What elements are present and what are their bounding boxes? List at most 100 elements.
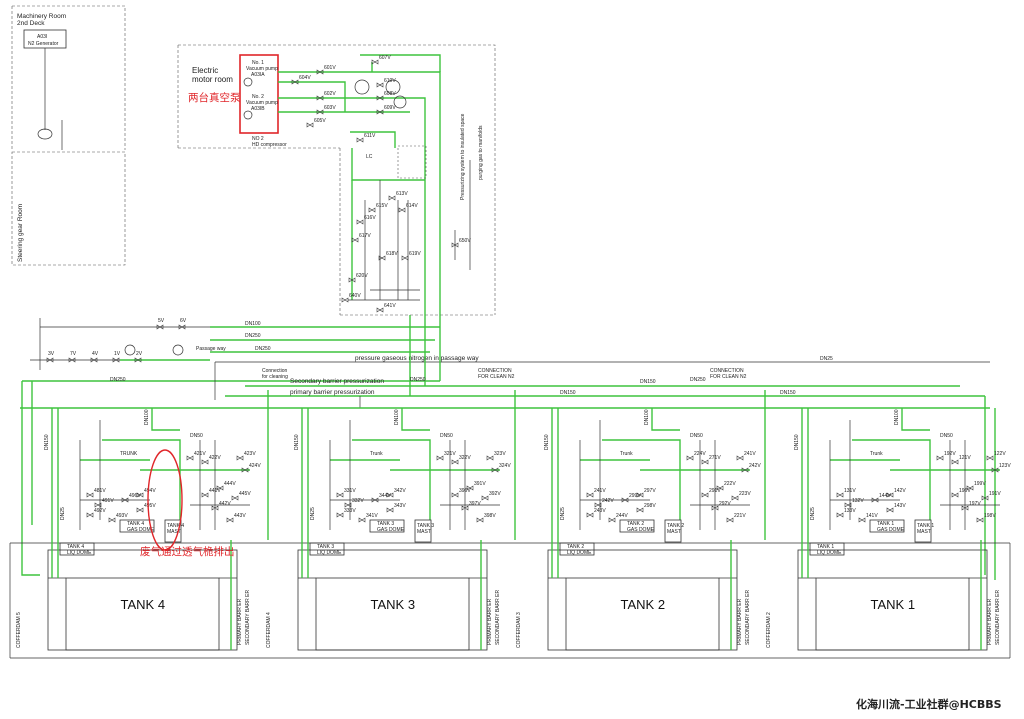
header-pipe-size-5: DN150 — [560, 390, 576, 396]
valve-491V — [94, 502, 102, 508]
mast-label-1: TANK 2 — [667, 523, 684, 529]
valve-label-397V: 397V — [469, 501, 481, 507]
pressure-gauge-right — [172, 344, 184, 356]
valve-132V — [844, 502, 852, 508]
tank-inner-wall — [65, 577, 220, 651]
valve-424V — [241, 467, 249, 473]
secondary-barrier-label: Secondary barrier pressurization — [290, 378, 384, 385]
header-pipe-size-4: DN250 — [690, 377, 706, 383]
pipe-size-label: DN100 — [144, 409, 150, 425]
valve-label-122V: 122V — [994, 451, 1006, 457]
valve-141V — [858, 517, 866, 523]
valve-603V — [316, 109, 324, 115]
trunk-label: TRUNK — [120, 451, 138, 457]
valve-221V — [726, 517, 734, 523]
liq-dome-box — [59, 542, 95, 556]
valve-label-601V: 601V — [324, 65, 336, 71]
primary-barrier-side-label: PRIMARY BARR ER — [237, 598, 243, 645]
pipe-size-label: DN150 — [544, 434, 550, 450]
gas-dome-box — [369, 519, 405, 533]
liq-dome-label-2: LIQ DOME — [317, 550, 342, 556]
valve-322V — [451, 459, 459, 465]
valve-label-123V: 123V — [999, 463, 1011, 469]
valve-331V — [336, 492, 344, 498]
valve-7V — [68, 357, 76, 363]
pump2-tag: A03IB — [251, 106, 265, 112]
valve-label-392V: 392V — [489, 491, 501, 497]
valve-324V — [491, 467, 499, 473]
gas-dome-label-1: TANK 3 — [377, 521, 394, 527]
tank-name: TANK 2 — [621, 597, 666, 612]
valve-label-391V: 391V — [474, 481, 486, 487]
valve-297V — [636, 492, 644, 498]
tank-name: TANK 4 — [121, 597, 166, 612]
valve-label-323V: 323V — [494, 451, 506, 457]
cofferdam-label: COFFERDAM 2 — [766, 612, 772, 648]
mast-label-1: TANK 3 — [417, 523, 434, 529]
header-pipe-size-0: DN250 — [245, 333, 261, 339]
valve-342V — [386, 492, 394, 498]
valve-292V — [711, 505, 719, 511]
valve-label-1V: 1V — [114, 351, 121, 357]
valve-6V — [178, 324, 186, 330]
tank-name: TANK 1 — [871, 597, 916, 612]
valve-3V — [46, 357, 54, 363]
valve-label-241V: 241V — [744, 451, 756, 457]
purging-gas-label: purging gas to manifolds — [478, 125, 484, 180]
valve-label-322V: 322V — [459, 455, 471, 461]
pump1-name: Vacuum pump — [246, 66, 278, 72]
header-pipe-size-2: DN250 — [110, 377, 126, 383]
trunk-label: Trunk — [870, 451, 883, 457]
main-headers: pressure gaseous nitrogen in passage way… — [20, 315, 996, 580]
valve-343V — [386, 507, 394, 513]
valve-label-398V: 398V — [484, 513, 496, 519]
connection-cleaning-sub: for cleaning — [262, 374, 288, 380]
trunk-label: Trunk — [620, 451, 633, 457]
mast-label-2: MAST — [917, 529, 931, 535]
valve-199V — [966, 485, 974, 491]
watermark: 化海川流-工业社群@HCBBS — [856, 697, 1002, 711]
valve-label-6V: 6V — [180, 318, 187, 324]
primary-barrier-label: primary barrier pressurization — [290, 389, 375, 396]
cofferdam-label: COFFERDAM 5 — [16, 612, 22, 648]
valve-602V — [316, 95, 324, 101]
mast-box — [414, 519, 432, 543]
valve-label-607V: 607V — [379, 55, 391, 61]
connection-clean-n2-b: CONNECTION — [710, 368, 744, 374]
valve-label-191V: 191V — [989, 491, 1001, 497]
gas-dome-label-2: GAS DOME — [127, 527, 155, 533]
valve-label-331V: 331V — [344, 488, 356, 494]
valve-650V — [451, 242, 459, 248]
valve-242V — [741, 467, 749, 473]
valve-label-3V: 3V — [48, 351, 55, 357]
valve-label-609V: 609V — [384, 105, 396, 111]
connection-clean-n2-a-sub: FOR CLEAN N2 — [478, 374, 515, 380]
header-pipe-size-8: DN100 — [245, 321, 261, 327]
pump2-name: Vacuum pump — [246, 100, 278, 106]
vacuum-pumps-annotation: 两台真空泵 — [188, 91, 241, 104]
valve-label-603V: 603V — [324, 105, 336, 111]
gas-dome-label-1: TANK 4 — [127, 521, 144, 527]
pipe-size-label: DN100 — [394, 409, 400, 425]
valve-label-617V: 617V — [359, 233, 371, 239]
n2-generator-tag: A03I — [37, 34, 47, 40]
valve-222V — [716, 485, 724, 491]
electric-motor-room-label: Electric — [192, 66, 218, 75]
valve-label-333V: 333V — [344, 508, 356, 514]
pipe-size-label: DN25 — [60, 507, 66, 520]
machinery-room-deck-label: 2nd Deck — [17, 20, 45, 27]
valve-445V — [231, 495, 239, 501]
valve-label-496V: 496V — [129, 493, 141, 499]
steering-gear-room-label: Steering gear Room — [17, 204, 24, 262]
liq-dome-box — [809, 542, 845, 556]
valve-122V — [986, 455, 994, 461]
pipe-size-label: DN25 — [810, 507, 816, 520]
valve-label-222V: 222V — [724, 481, 736, 487]
valve-641V — [376, 307, 384, 313]
liq-dome-label-2: LIQ DOME — [567, 550, 592, 556]
valve-label-615V: 615V — [376, 203, 388, 209]
valve-191V — [981, 495, 989, 501]
